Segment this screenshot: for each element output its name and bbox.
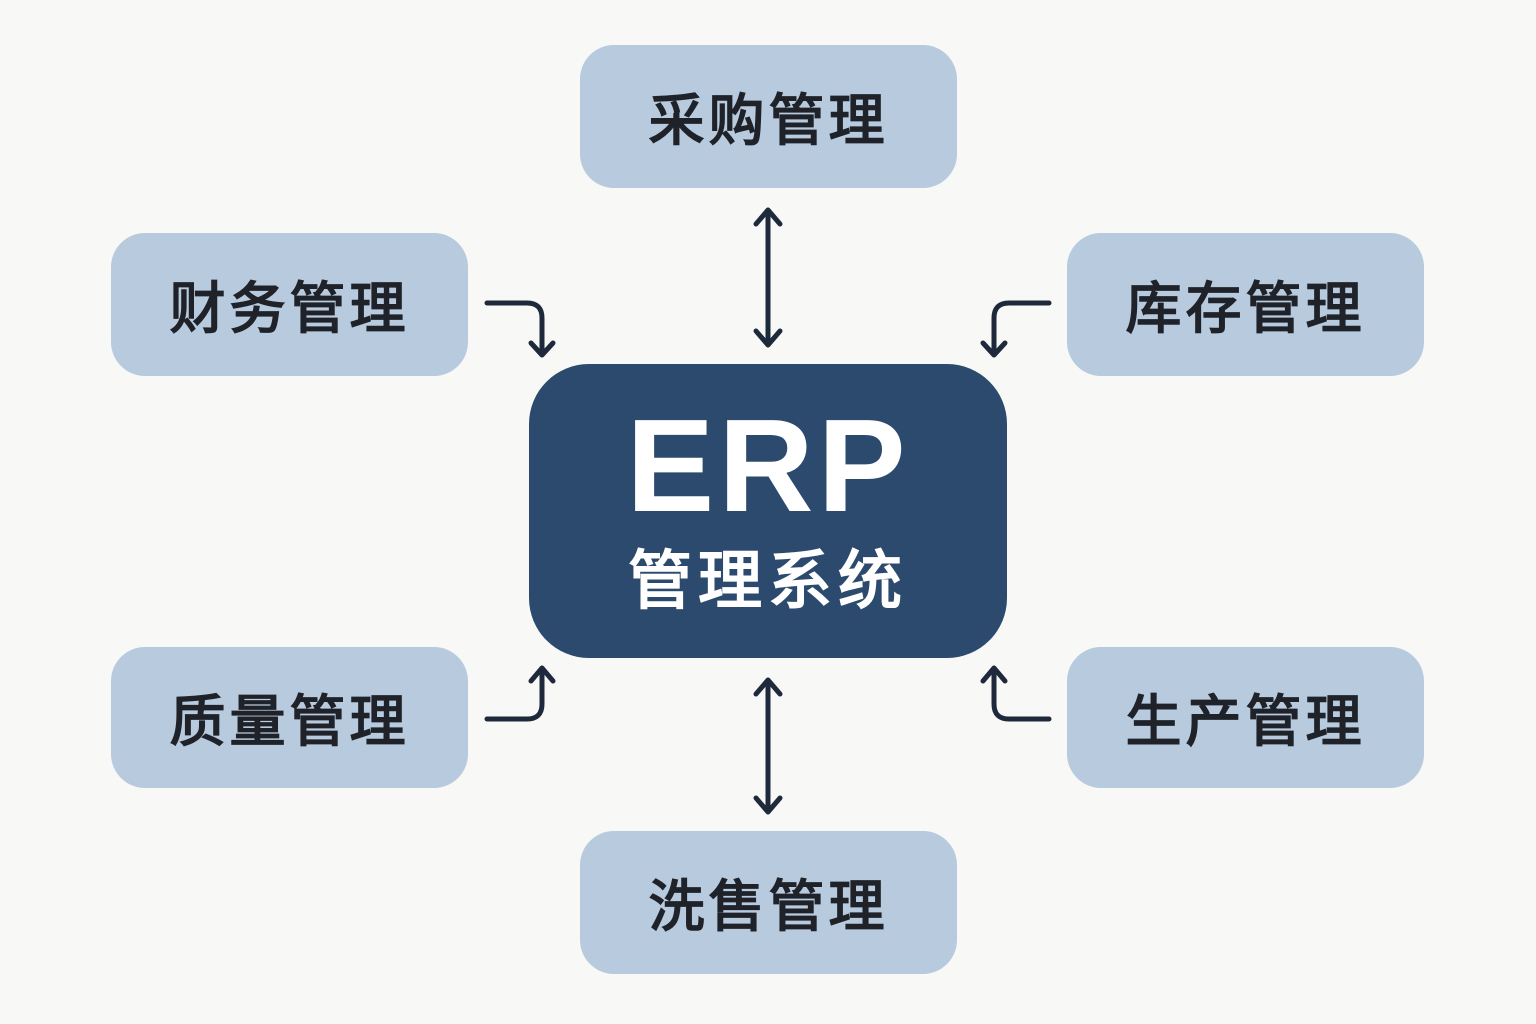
module-label: 生产管理 xyxy=(1125,690,1366,755)
arrow-quality-core xyxy=(484,665,556,722)
module-quality-management: 质量管理 xyxy=(111,647,468,788)
core-title: ERP xyxy=(626,392,910,539)
arrow-inventory-core xyxy=(980,300,1052,358)
module-inventory-management: 库存管理 xyxy=(1067,233,1424,376)
arrow-purchase-core xyxy=(753,207,783,348)
core-subtitle: 管理系统 xyxy=(628,545,908,619)
module-sales-management: 洗售管理 xyxy=(580,831,957,974)
module-label: 洗售管理 xyxy=(648,875,889,940)
module-label: 质量管理 xyxy=(169,690,410,755)
module-production-management: 生产管理 xyxy=(1067,647,1424,788)
module-label: 库存管理 xyxy=(1125,277,1366,342)
module-finance-management: 财务管理 xyxy=(111,233,468,376)
erp-core-node: ERP 管理系统 xyxy=(529,364,1007,658)
arrow-finance-core xyxy=(484,300,556,358)
module-purchase-management: 采购管理 xyxy=(580,45,957,188)
module-label: 采购管理 xyxy=(648,89,889,154)
arrow-production-core xyxy=(980,665,1052,722)
arrow-sales-core xyxy=(753,677,783,815)
module-label: 财务管理 xyxy=(169,277,410,342)
